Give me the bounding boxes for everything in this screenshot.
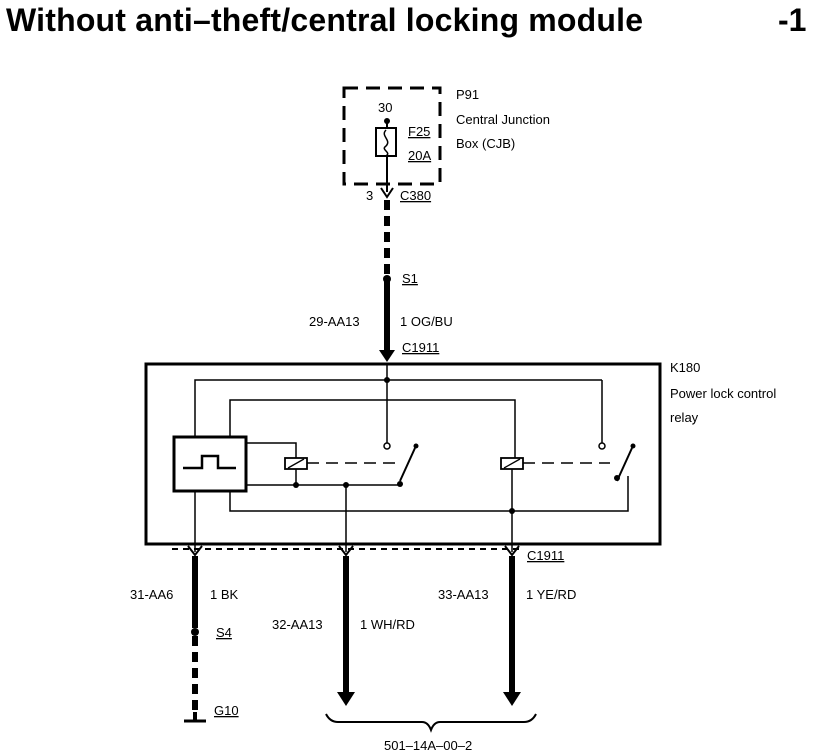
fuse-rating-label: 20A [408,148,431,163]
relay-module-box [144,362,662,546]
connector-c1911-top-label: C1911 [402,340,439,355]
relay-name-1: Power lock control [670,386,776,401]
pin-label: 3 [366,188,373,203]
feed-color-label: 1 OG/BU [400,314,453,329]
splice-s4-node [191,628,199,636]
feed-arrow-icon [379,350,395,362]
splice-s4-label: S4 [216,625,232,640]
output-arrow-2-icon [503,692,521,706]
terminal-30-label: 30 [378,100,392,115]
fuse-id-label: F25 [408,124,430,139]
junction-box-name-2: Box (CJB) [456,136,515,151]
output-1-color-label: 1 WH/RD [360,617,415,632]
junction-box-name-1: Central Junction [456,112,550,127]
output-arrow-1-icon [337,692,355,706]
output-2-circuit-label: 33-AA13 [438,587,489,602]
connector-c380-label: C380 [400,188,431,203]
relay-name-2: relay [670,410,699,425]
pulse-icon [183,454,236,470]
ground-icon [184,712,206,723]
page-number: -1 [778,2,807,38]
reference-code: 501–14A–00–2 [384,738,472,753]
connector-c1911-bottom-label: C1911 [527,548,564,563]
output-2-color-label: 1 YE/RD [526,587,576,602]
page-title: Without anti–theft/central locking modul… [6,2,644,38]
relay-id: K180 [670,360,700,375]
relay-switch-2-icon [616,447,633,482]
timer-block-icon [172,435,248,493]
connector-c380-icon [380,187,394,199]
ground-g10-label: G10 [214,703,239,718]
output-1-circuit-label: 32-AA13 [272,617,323,632]
splice-s1-label: S1 [402,271,418,286]
relay-switch-1-icon [399,447,416,482]
ground-color-label: 1 BK [210,587,239,602]
junction-box-id: P91 [456,87,479,102]
junction-box-outline [342,86,442,186]
ground-circuit-label: 31-AA6 [130,587,173,602]
bottom-brace [325,713,537,733]
feed-circuit-label: 29-AA13 [309,314,360,329]
